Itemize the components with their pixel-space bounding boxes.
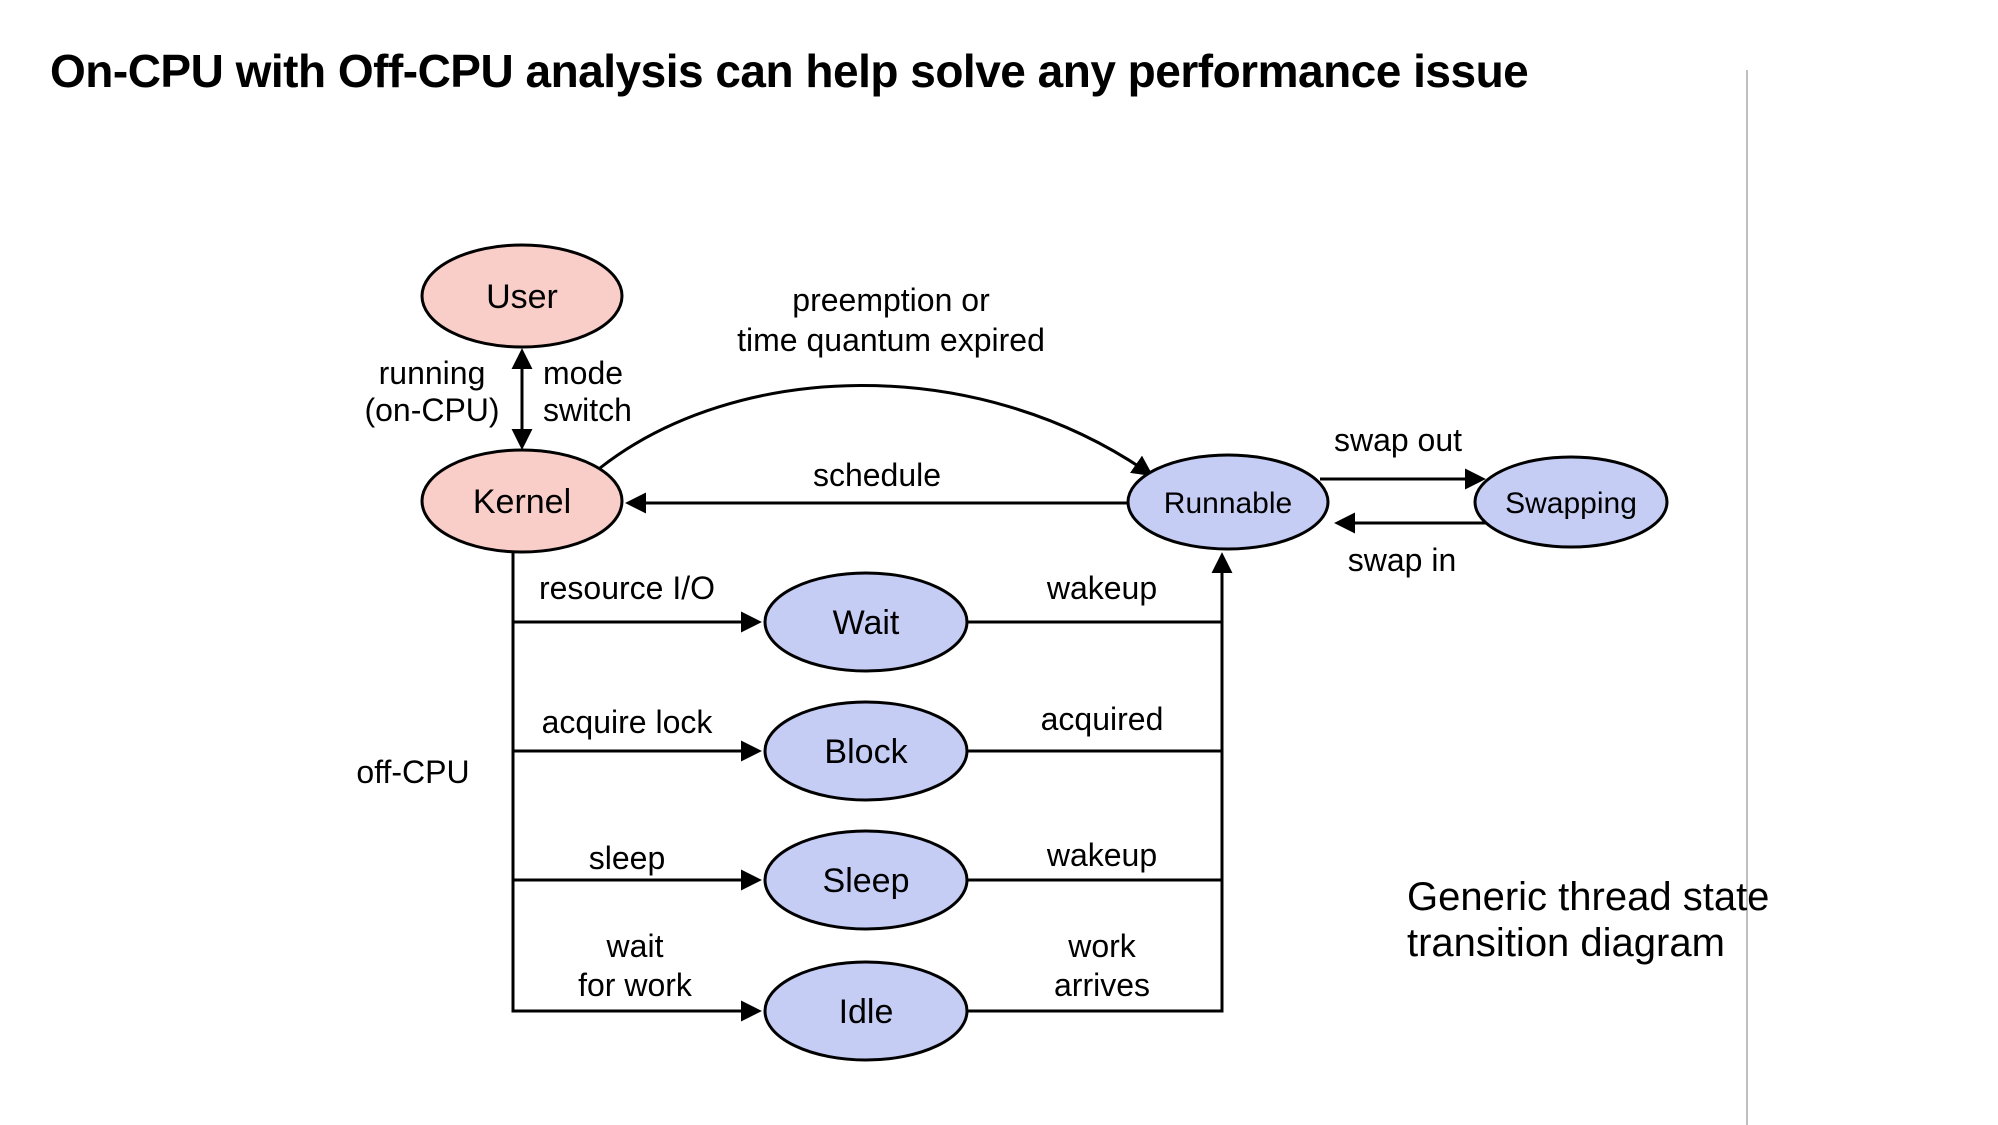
kernel-ellipse — [420, 448, 624, 554]
page-title: On-CPU with Off-CPU analysis can help so… — [50, 45, 1529, 97]
edge-preemption-arrow — [599, 384, 1154, 477]
edges — [511, 348, 1488, 1022]
mode-switch-label-line2: switch — [543, 392, 632, 428]
acquired-label: acquired — [1041, 701, 1164, 737]
wakeup-from-wait-label: wakeup — [1046, 570, 1157, 606]
preemption-label-line1: preemption or — [792, 282, 990, 318]
edge-off-cpu-trunk-and-idle-arrow — [511, 551, 762, 1022]
edge-work-arrives-riser-arrow — [967, 552, 1233, 1013]
sleep-ellipse — [763, 829, 969, 931]
nodes: User Kernel Runnable Swapping Wait Block — [420, 243, 1669, 1062]
block-label: Block — [824, 733, 908, 771]
node-kernel: Kernel — [420, 448, 624, 554]
swap-in-label: swap in — [1348, 542, 1457, 578]
wait-label: Wait — [833, 604, 900, 642]
swapping-ellipse — [1473, 455, 1669, 549]
sleep-label: Sleep — [823, 862, 910, 900]
user-ellipse — [420, 243, 624, 349]
node-sleep: Sleep — [763, 829, 969, 931]
idle-label: Idle — [839, 993, 894, 1031]
running-label-line2: (on-CPU) — [364, 392, 499, 428]
runnable-label: Runnable — [1164, 487, 1292, 520]
edge-labels: running (on-CPU) mode switch preemption … — [356, 282, 1462, 1003]
wait-ellipse — [763, 571, 969, 673]
acquire-lock-label: acquire lock — [542, 704, 714, 740]
preemption-label-line2: time quantum expired — [737, 322, 1045, 358]
wakeup-from-sleep-label: wakeup — [1046, 837, 1157, 873]
node-block: Block — [763, 700, 969, 802]
work-arrives-label-line2: arrives — [1054, 967, 1150, 1003]
node-idle: Idle — [763, 960, 969, 1062]
node-user: User — [420, 243, 624, 349]
diagram-caption: Generic thread state transition diagram — [1407, 874, 1769, 966]
caption-line-2: transition diagram — [1407, 921, 1725, 965]
running-label-line1: running — [379, 355, 486, 391]
schedule-label: schedule — [813, 457, 941, 493]
swap-out-label: swap out — [1334, 422, 1462, 458]
sleep-edge-label: sleep — [589, 840, 666, 876]
resource-io-label: resource I/O — [539, 570, 715, 606]
node-wait: Wait — [763, 571, 969, 673]
node-runnable: Runnable — [1126, 453, 1330, 551]
mode-switch-label-line1: mode — [543, 355, 623, 391]
idle-ellipse — [763, 960, 969, 1062]
slide-divider-line — [1746, 70, 1748, 1125]
node-swapping: Swapping — [1473, 455, 1669, 549]
kernel-label: Kernel — [473, 483, 571, 521]
swapping-label: Swapping — [1505, 487, 1637, 520]
wait-for-work-label-line1: wait — [606, 928, 664, 964]
wait-for-work-label-line2: for work — [578, 967, 693, 1003]
block-ellipse — [763, 700, 969, 802]
off-cpu-label: off-CPU — [356, 754, 469, 790]
user-label: User — [486, 278, 558, 316]
work-arrives-label-line1: work — [1067, 928, 1137, 964]
caption-line-1: Generic thread state — [1407, 875, 1770, 919]
runnable-ellipse — [1126, 453, 1330, 551]
